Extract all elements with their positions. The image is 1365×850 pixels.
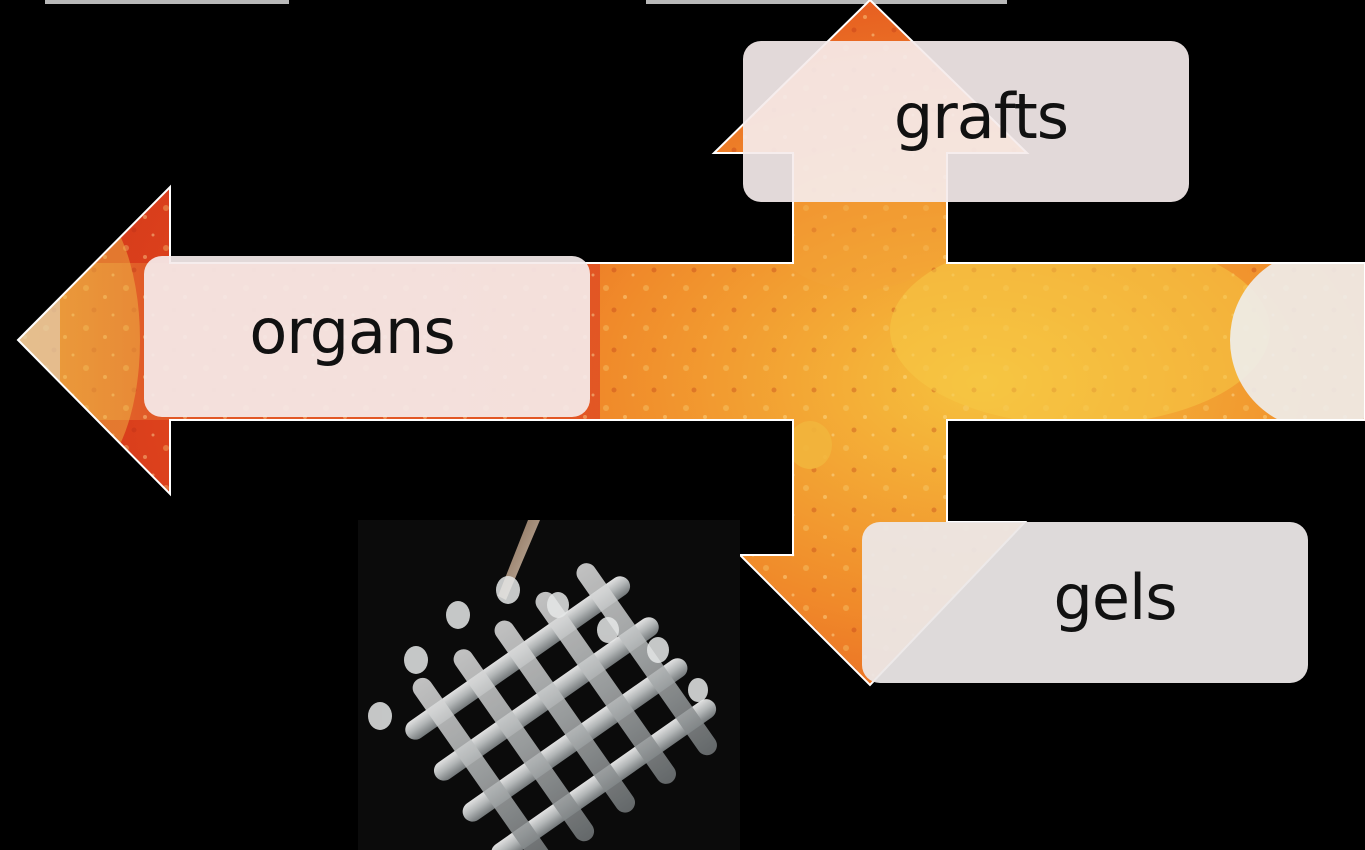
gels-label: gels [1053,561,1176,634]
gels-label-box: gels [862,522,1308,683]
grafts-label: grafts [894,80,1068,153]
organs-label: organs [249,295,454,368]
grafts-label-box: grafts [743,41,1189,202]
scaffold-photo [358,520,740,850]
organs-label-box: organs [144,256,590,417]
